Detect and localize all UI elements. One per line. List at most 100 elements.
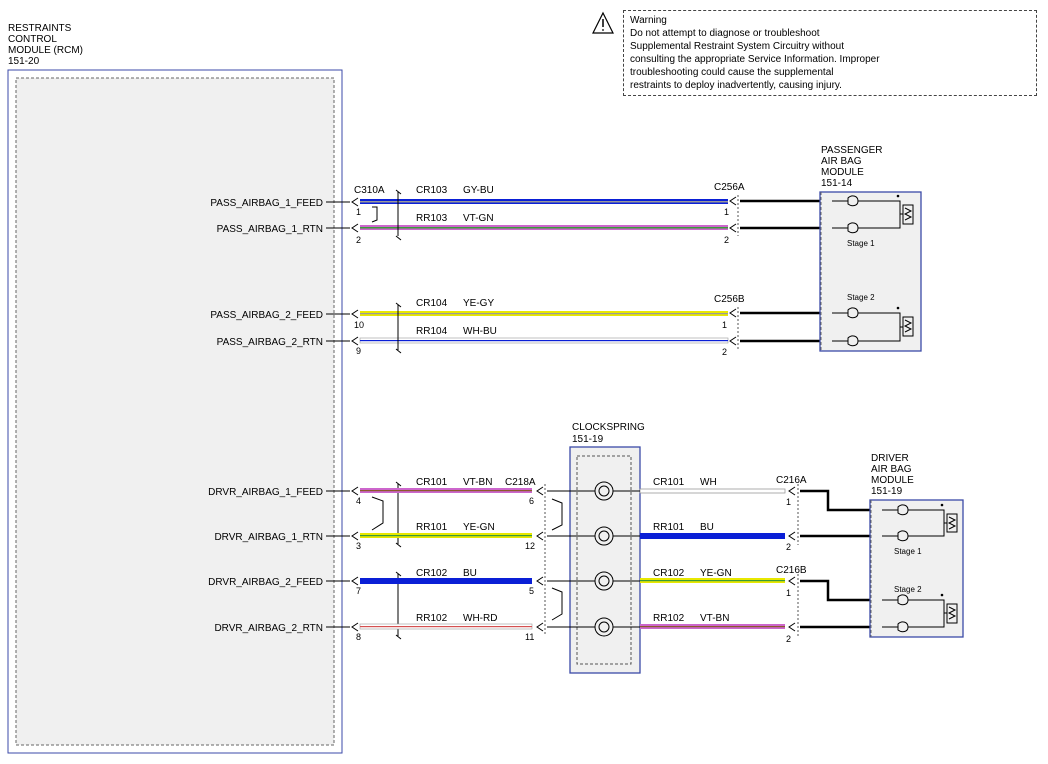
driver-harness — [800, 489, 880, 629]
label-rr103-color: VT-GN — [463, 213, 494, 224]
passenger-module: PASSENGER AIR BAG MODULE 151-14 Stage 1 … — [819, 145, 922, 352]
warning-icon — [592, 11, 614, 34]
wire-rr103 — [360, 225, 728, 230]
signal-drvr1-rtn: DRVR_AIRBAG_1_RTN — [214, 532, 323, 543]
signal-pass2-rtn: PASS_AIRBAG_2_RTN — [217, 337, 323, 348]
label-rr102b-color: VT-BN — [700, 613, 729, 624]
rcm-title-line4: 151-20 — [8, 56, 40, 67]
clockspring-title-line1: CLOCKSPRING — [572, 422, 645, 433]
pin-c218a-5: 5 — [529, 586, 534, 596]
label-rr102a-circuit: RR102 — [416, 613, 448, 624]
label-rr102b-circuit: RR102 — [653, 613, 685, 624]
pin-rcm-3: 3 — [356, 541, 361, 551]
label-rr103-circuit: RR103 — [416, 213, 448, 224]
driver-squib-2 — [882, 593, 958, 633]
connector-c216b: C216B — [776, 565, 807, 576]
c256-arrows — [729, 196, 737, 346]
wire-rr102b — [640, 624, 785, 629]
rcm-module: RESTRAINTS CONTROL MODULE (RCM) 151-20 — [7, 23, 343, 754]
label-rr101a-circuit: RR101 — [416, 522, 448, 533]
pin-rcm-2: 2 — [356, 235, 361, 245]
passenger-title-line1: PASSENGER — [821, 145, 883, 156]
pin-c218a-11: 11 — [525, 632, 534, 642]
label-rr104-color: WH-BU — [463, 326, 497, 337]
signal-drvr2-feed: DRVR_AIRBAG_2_FEED — [208, 577, 323, 588]
rcm-connector-arrows — [351, 197, 359, 632]
wire-cr103 — [360, 199, 728, 204]
driver-box — [869, 499, 964, 638]
label-cr102b-circuit: CR102 — [653, 568, 685, 579]
driver-squib-1 — [882, 503, 958, 542]
passenger-title-line3: MODULE — [821, 167, 864, 178]
label-rr101b-circuit: RR101 — [653, 522, 685, 533]
warning-box: Warning Do not attempt to diagnose or tr… — [623, 10, 1037, 96]
wire-rr102a — [359, 623, 533, 630]
pin-rcm-10: 10 — [354, 320, 364, 330]
label-rr101b-color: BU — [700, 522, 714, 533]
connector-c216a: C216A — [776, 475, 807, 486]
warning-body: Warning Do not attempt to diagnose or tr… — [630, 14, 1030, 92]
passenger-harness — [740, 199, 830, 343]
signal-drvr2-rtn: DRVR_AIRBAG_2_RTN — [214, 623, 323, 634]
clockspring: CLOCKSPRING 151-19 — [547, 422, 645, 674]
pin-rcm-7: 7 — [356, 586, 361, 596]
wire-rr104 — [359, 337, 729, 344]
signal-drvr1-feed: DRVR_AIRBAG_1_FEED — [208, 487, 323, 498]
rcm-title-line1: RESTRAINTS — [8, 23, 72, 34]
connector-c256b: C256B — [714, 294, 745, 305]
rcm-inner — [15, 77, 335, 746]
passenger-squib-2 — [832, 306, 914, 347]
clockspring-title-line2: 151-19 — [572, 434, 604, 445]
driver-title-line3: MODULE — [871, 475, 914, 486]
connector-c310a: C310A — [354, 185, 385, 196]
signal-leads — [326, 201, 350, 628]
label-cr101b-color: WH — [700, 477, 717, 488]
passenger-title-line4: 151-14 — [821, 178, 853, 189]
pin-c218a-12: 12 — [525, 541, 535, 551]
label-cr101b-circuit: CR101 — [653, 477, 685, 488]
pin-c216a-1: 1 — [786, 497, 791, 507]
label-cr101a-circuit: CR101 — [416, 477, 448, 488]
passenger-squib-1 — [832, 194, 914, 234]
label-rr104-circuit: RR104 — [416, 326, 448, 337]
signal-pass1-feed: PASS_AIRBAG_1_FEED — [210, 198, 323, 209]
driver-module: DRIVER AIR BAG MODULE 151-19 Stage 1 Sta… — [869, 453, 964, 638]
label-cr101a-color: VT-BN — [463, 477, 492, 488]
signal-pass1-rtn: PASS_AIRBAG_1_RTN — [217, 224, 323, 235]
label-cr104-color: YE-GY — [463, 298, 494, 309]
label-cr103-color: GY-BU — [463, 185, 494, 196]
wire-cr101b — [639, 488, 786, 494]
label-cr104-circuit: CR104 — [416, 298, 448, 309]
rcm-title-line2: CONTROL — [8, 34, 57, 45]
clockspring-out-leads — [613, 490, 640, 628]
c218a-arrows — [536, 486, 544, 632]
pin-c216a-2: 2 — [786, 542, 791, 552]
clockspring-box — [569, 446, 641, 674]
label-cr102a-circuit: CR102 — [416, 568, 448, 579]
pin-c216b-2: 2 — [786, 634, 791, 644]
twist-marks — [371, 189, 563, 640]
pin-rcm-9: 9 — [356, 346, 361, 356]
passenger-title-line2: AIR BAG — [821, 156, 862, 167]
wire-cr104 — [360, 311, 728, 316]
passenger-stage2-label: Stage 2 — [847, 293, 875, 302]
pin-rcm-8: 8 — [356, 632, 361, 642]
wire-cr102a — [360, 578, 532, 584]
pin-rcm-4: 4 — [356, 496, 361, 506]
connector-c218a: C218A — [505, 477, 536, 488]
driver-title-line2: AIR BAG — [871, 464, 912, 475]
label-cr103-circuit: CR103 — [416, 185, 448, 196]
pin-rcm-1: 1 — [356, 207, 361, 217]
wire-cr102b — [640, 578, 785, 583]
rcm-title-line3: MODULE (RCM) — [8, 45, 83, 56]
label-cr102a-color: BU — [463, 568, 477, 579]
wire-rr101b — [640, 533, 785, 539]
label-cr102b-color: YE-GN — [700, 568, 732, 579]
clockspring-leads — [547, 490, 595, 628]
pin-c256b-1: 1 — [722, 320, 727, 330]
pin-c216b-1: 1 — [786, 588, 791, 598]
pin-c218a-6: 6 — [529, 496, 534, 506]
pin-c256a-2: 2 — [724, 235, 729, 245]
c216-arrows — [788, 486, 796, 632]
